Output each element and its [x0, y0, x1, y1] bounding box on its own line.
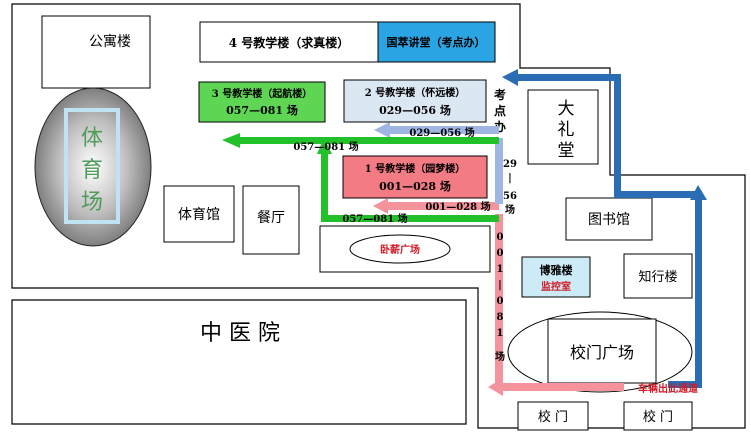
building-2-label: 2 号教学楼（怀远楼）	[365, 86, 465, 99]
woxin-plaza-label: 卧薪广场	[380, 243, 420, 256]
canteen	[242, 185, 300, 255]
apartment-building	[41, 15, 151, 89]
building-4-label: 4 号教学楼（求真楼）	[229, 35, 350, 50]
auditorium-char-2: 礼	[558, 120, 575, 140]
vlabel-29-56-d: 场	[505, 203, 515, 216]
monitor-room-label: 监控室	[541, 280, 571, 293]
gymnasium-label: 体育馆	[178, 207, 220, 223]
gate-left-label: 校 门	[538, 409, 568, 425]
vlabel-001-081-2: 0	[497, 248, 504, 259]
gate-right	[623, 401, 693, 431]
auditorium-char-1: 大	[558, 99, 575, 119]
building-2	[343, 79, 487, 123]
dark-blue-route	[502, 69, 707, 388]
red-route-label: 001—028 场	[425, 200, 490, 213]
boya-building	[521, 256, 591, 298]
vlabel-001-081-1: 0	[497, 232, 504, 243]
building-1	[342, 155, 488, 199]
vlabel-29-56-a: 29	[503, 159, 517, 170]
zhixing-building	[623, 253, 693, 299]
stadium-inner	[64, 108, 120, 224]
auditorium-char-3: 堂	[558, 141, 575, 161]
vehicle-exit-label: 车辆出此通道	[638, 382, 698, 395]
exam-office-char-1: 考	[494, 87, 506, 102]
gate-left	[517, 401, 589, 431]
exam-office-char-2: 点	[494, 103, 506, 118]
apartment-label: 公寓楼	[89, 33, 131, 50]
vlabel-001-081-3: 1	[497, 264, 504, 275]
blue-route-label: 029—056 场	[409, 126, 474, 139]
light-blue-route	[374, 122, 503, 204]
canteen-label: 餐厅	[257, 210, 285, 226]
red-route	[373, 198, 624, 396]
vlabel-001-081-6: 8	[497, 312, 504, 323]
campus-boundary	[11, 3, 746, 429]
zhixing-label: 知行楼	[638, 269, 677, 285]
green-route	[222, 133, 499, 222]
vlabel-001-081-8: 场	[495, 350, 505, 363]
building-1-rooms: 001—028 场	[379, 179, 451, 193]
gate-plaza	[547, 318, 657, 384]
guocui-hall-label: 国萃讲堂（考点办）	[387, 35, 486, 49]
building-2-rooms: 029—056 场	[379, 103, 451, 117]
library	[565, 197, 653, 241]
gate-plaza-label: 校门广场	[570, 343, 634, 362]
green-route-label-upper: 057—081 场	[293, 140, 358, 153]
stadium-char-2: 育	[81, 158, 103, 183]
gate-right-label: 校 门	[643, 409, 673, 425]
gymnasium	[163, 185, 235, 243]
vlabel-29-56-c: 56	[503, 191, 517, 202]
guocui-hall	[377, 21, 496, 63]
green-route-label-lower: 057—081 场	[342, 212, 407, 225]
vlabel-001-081-5: 0	[497, 296, 504, 307]
building-3	[198, 81, 326, 123]
auditorium	[527, 89, 599, 165]
stadium-char-3: 场	[81, 190, 103, 215]
stadium-char-1: 体	[81, 126, 103, 151]
boya-label: 博雅楼	[540, 263, 573, 277]
hospital-label: 中 医 院	[200, 321, 280, 346]
hospital-boundary	[11, 299, 467, 425]
building-3-rooms: 057—081 场	[226, 103, 298, 117]
library-label: 图书馆	[588, 212, 630, 228]
vlabel-29-56-b: |	[508, 173, 512, 184]
vlabel-001-081-4: |	[498, 280, 502, 291]
building-1-label: 1 号教学楼（园梦楼）	[365, 162, 465, 175]
building-3-label: 3 号教学楼（起航楼）	[212, 87, 312, 100]
vlabel-001-081-7: 1	[497, 328, 504, 339]
woxin-plaza	[349, 234, 451, 264]
